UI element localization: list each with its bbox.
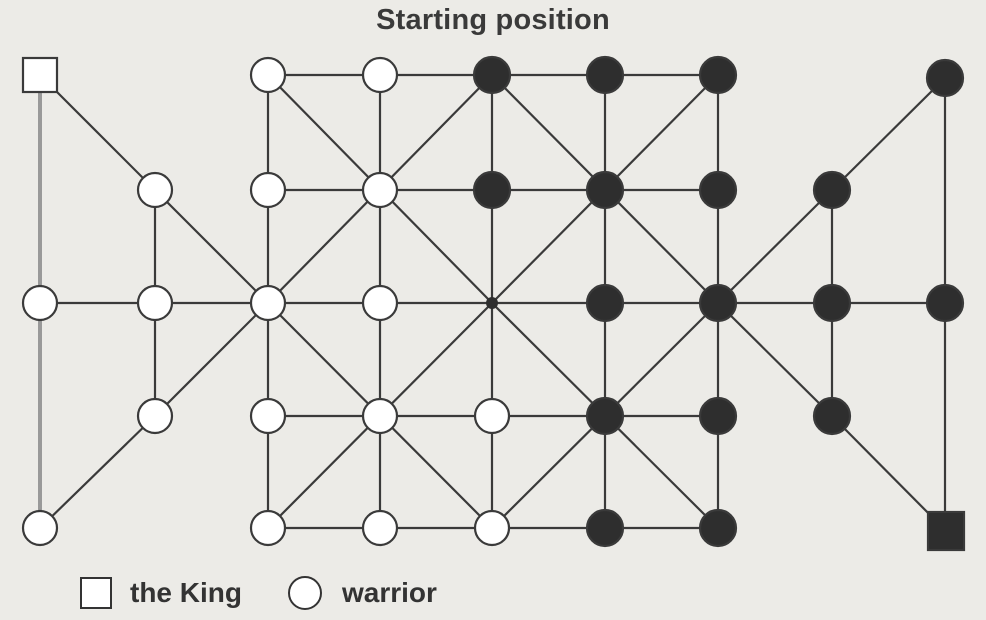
black-warrior-piece [585, 170, 625, 210]
board-line [831, 415, 946, 531]
white-warrior-piece [249, 56, 287, 94]
white-warrior-piece [361, 509, 399, 547]
black-warrior-piece [585, 55, 625, 95]
board-line [154, 189, 269, 304]
white-warrior-piece [21, 284, 59, 322]
board-line [154, 302, 269, 417]
white-warrior-piece [249, 284, 287, 322]
board-line [717, 302, 833, 417]
board-line [39, 415, 156, 529]
black-warrior-piece [698, 55, 738, 95]
black-warrior-piece [698, 508, 738, 548]
king-legend-label: the King [130, 577, 242, 608]
warrior-legend-label: warrior [342, 577, 437, 608]
black-warrior-piece [812, 170, 852, 210]
white-warrior-piece [249, 509, 287, 547]
white-warrior-piece [136, 284, 174, 322]
black-warrior-piece [698, 396, 738, 436]
black-warrior-piece [585, 396, 625, 436]
legend: the King warrior [80, 570, 437, 616]
white-warrior-piece [473, 397, 511, 435]
board-line [831, 77, 946, 191]
white-warrior-piece [473, 509, 511, 547]
white-warrior-piece [361, 284, 399, 322]
black-warrior-piece [812, 396, 852, 436]
black-warrior-piece [925, 58, 965, 98]
white-warrior-piece [21, 509, 59, 547]
white-warrior-piece [136, 397, 174, 435]
white-warrior-piece [249, 397, 287, 435]
black-warrior-piece [812, 283, 852, 323]
black-warrior-piece [472, 170, 512, 210]
black-warrior-piece [698, 283, 738, 323]
warrior-legend-icon [288, 576, 322, 610]
diagram-title: Starting position [376, 4, 610, 36]
center-point [486, 297, 498, 309]
white-king-piece [21, 56, 59, 94]
white-warrior-piece [361, 56, 399, 94]
white-warrior-piece [361, 397, 399, 435]
king-legend-icon [80, 577, 112, 609]
white-warrior-piece [136, 171, 174, 209]
black-warrior-piece [472, 55, 512, 95]
black-king-piece [926, 510, 966, 552]
board-line [717, 189, 833, 304]
black-warrior-piece [698, 170, 738, 210]
white-warrior-piece [361, 171, 399, 209]
black-warrior-piece [585, 283, 625, 323]
black-warrior-piece [925, 283, 965, 323]
white-warrior-piece [249, 171, 287, 209]
black-warrior-piece [585, 508, 625, 548]
board-line [39, 74, 156, 191]
